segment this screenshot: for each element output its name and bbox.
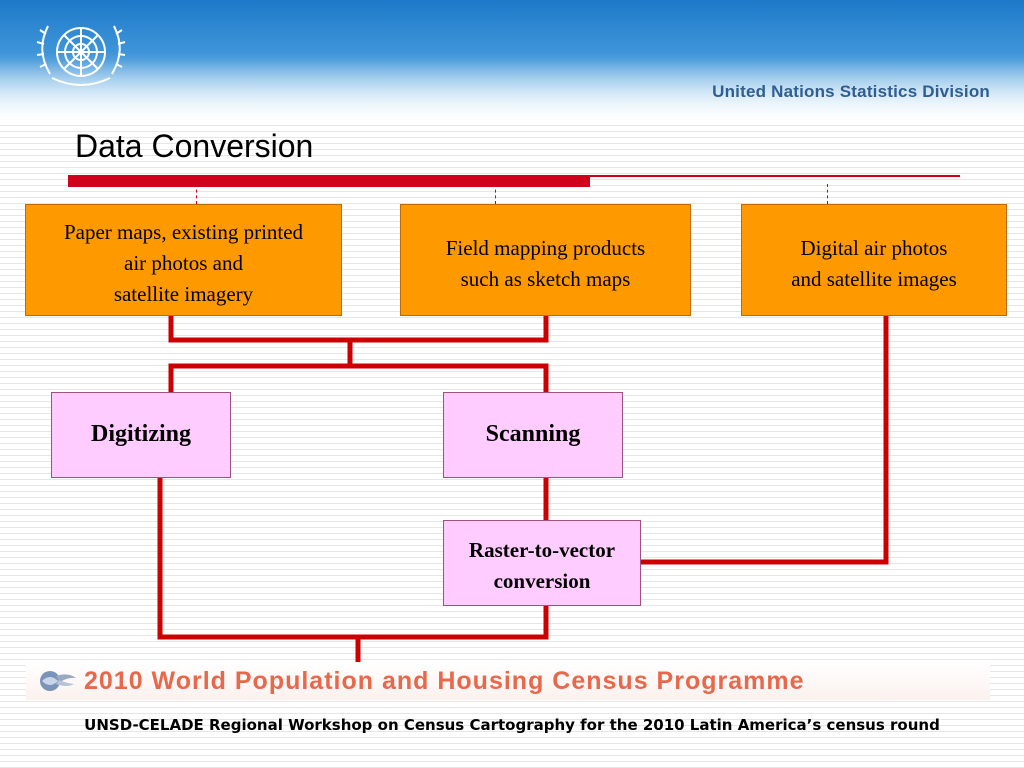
process-box-raster-to-vector: Raster-to-vector conversion (443, 520, 641, 606)
process-label: conversion (493, 569, 591, 593)
un-emblem-icon (36, 25, 126, 86)
source-label: Paper maps, existing printed (63, 220, 304, 244)
process-label: Digitizing (91, 421, 191, 447)
process-box-digitizing: Digitizing (51, 392, 231, 478)
census-programme-banner: 2010 World Population and Housing Census… (26, 662, 990, 700)
title-rule-thin (590, 175, 960, 177)
process-label: Raster-to-vector (468, 538, 616, 562)
process-label: Scanning (485, 421, 581, 447)
organization-name: United Nations Statistics Division (712, 82, 990, 101)
source-label: Digital air photos (800, 236, 948, 260)
source-label: such as sketch maps (460, 267, 631, 291)
process-box-scanning: Scanning (443, 392, 623, 478)
tick-mark (495, 184, 496, 204)
tick-mark (827, 184, 828, 204)
census-programme-logo-icon (40, 671, 76, 691)
source-label: Field mapping products (445, 236, 646, 260)
source-label: air photos and (124, 251, 243, 275)
footer-text: UNSD-CELADE Regional Workshop on Census … (84, 716, 940, 734)
source-label: satellite imagery (113, 282, 254, 306)
page-title: Data Conversion (75, 128, 314, 164)
title-rule-thick (68, 175, 590, 187)
source-box-paper-maps: Paper maps, existing printed air photos … (25, 204, 342, 316)
source-box-field-mapping: Field mapping products such as sketch ma… (400, 204, 691, 316)
source-label: and satellite images (791, 267, 957, 291)
source-box-digital-photos: Digital air photos and satellite images (741, 204, 1007, 316)
banner-title: 2010 World Population and Housing Census… (84, 667, 805, 695)
tick-mark (196, 184, 197, 204)
header-band: United Nations Statistics Division (0, 0, 1024, 120)
header-swoosh (0, 60, 1024, 120)
